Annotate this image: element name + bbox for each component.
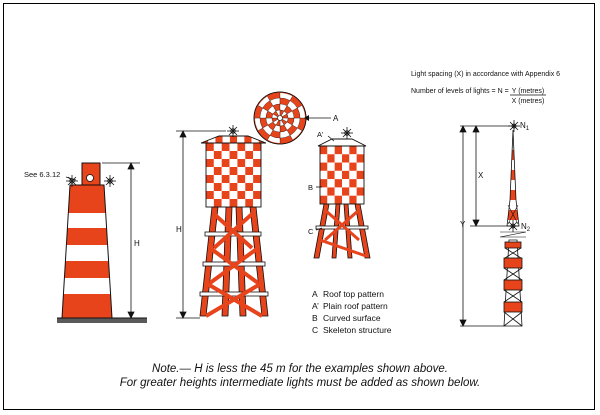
obstacle-light-icon [508,120,520,132]
chimney [61,162,140,319]
label-a: A [333,114,339,123]
h-dimension-left [102,162,140,319]
light-spacing-formula: Light spacing (X) in accordance with App… [411,71,560,105]
x-label: X [478,171,484,180]
mast-structure [459,120,527,327]
y-label: Y [460,220,466,229]
obstacle-light-icon [104,175,116,187]
obstacle-light-icon [86,174,94,182]
legend: A Roof top pattern A’ Plain roof pattern… [312,289,392,335]
obstacle-light-icon [507,220,519,232]
note-line-1: Note.— H is less the 45 m for the exampl… [152,363,448,375]
label-c: C [308,227,314,236]
legend-text-a: Roof top pattern [323,289,384,299]
figure-border [3,3,595,410]
legend-key-c: C [312,325,318,335]
water-tower-checkered [176,125,269,319]
h-label-mid: H [176,225,182,234]
n2-label: N2 [521,222,531,233]
note-line-2: For greater heights intermediate lights … [119,377,481,389]
label-a-prime: A’ [317,130,323,139]
spacing-line-1: Light spacing (X) in accordance with App… [411,71,560,78]
obstacle-light-icon [227,125,239,137]
label-b: B [308,183,313,192]
water-tower-plain-roof [313,127,371,259]
formula-denominator: X (metres) [512,98,545,105]
h-label-left: H [134,239,140,248]
see-reference-label: See 6.3.12 [24,170,60,179]
roof-top-pattern-disc [253,91,331,145]
ground-strip [57,318,147,323]
legend-text-c: Skeleton structure [323,325,392,335]
ground [57,317,147,323]
h-dimension-mid [176,130,226,319]
spacing-line-2: Number of levels of lights = N = [411,88,509,95]
formula-numerator: Y (metres) [512,88,545,95]
obstacle-light-icon [341,127,353,139]
mast-dimensions [459,125,510,327]
legend-key-a: A [312,289,318,299]
legend-text-a-prime: Plain roof pattern [323,301,388,311]
n1-label: N1 [520,121,530,132]
legend-text-b: Curved surface [323,313,381,323]
legend-key-b: B [312,313,318,323]
legend-key-a-prime: A’ [312,301,319,311]
